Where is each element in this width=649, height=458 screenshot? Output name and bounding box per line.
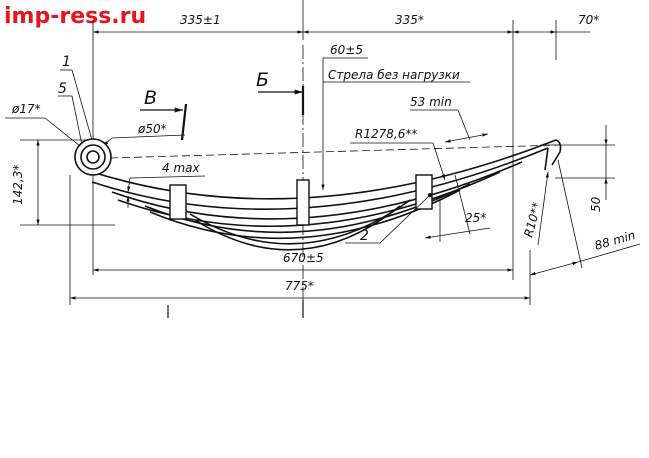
end-length-dimension [529,159,641,276]
site-logo-text: imp-ress.ru [4,4,147,29]
callout-2-dot [428,193,432,197]
dim-total-length: 775* [285,279,314,293]
view-markers [140,86,305,141]
dim-end-length: 88 min [593,228,637,253]
dim-eye-hole: ø17* [11,102,41,116]
dim-eye-offset: 70* [578,13,599,27]
dim-angle: 25* [465,211,486,225]
dim-min-length: 53 min [410,95,452,109]
view-b-label: Б [256,69,269,91]
spring-clamps [169,174,433,226]
dim-radius-main: R1278,6** [355,127,417,141]
dim-arc-note: Стрела без нагрузки [328,68,460,82]
center-axis [109,45,561,318]
eye-diameter-leaders [5,117,186,151]
dim-gap-max: 4 max [162,161,200,175]
dim-eye-height: 142,3* [11,165,25,205]
arc-height-dimension [321,57,470,190]
callout-5: 5 [58,81,67,97]
dim-left-span: 335±1 [180,13,221,27]
dim-arc-height: 60±5 [330,43,363,57]
callout-2: 2 [360,228,369,244]
callout-2-leader [345,194,431,244]
callout-1: 1 [62,54,71,70]
bottom-dimension-lines [70,268,530,300]
dim-center-span: 670±5 [283,251,324,265]
dim-end-height: 50 [589,196,603,212]
view-v-label: В [144,87,157,109]
radius-main-leader [350,142,446,181]
callout-leaders-top [58,69,93,146]
angle-dimension [424,174,491,242]
min-length-dimension [410,109,489,143]
gap-max-leader [126,175,206,208]
dim-radius-end: R10** [521,201,544,239]
dim-right-span: 335* [395,13,424,27]
radius-end-leader [537,171,549,246]
dim-eye-outer: ø50* [137,122,167,136]
spring-eye [74,138,112,176]
